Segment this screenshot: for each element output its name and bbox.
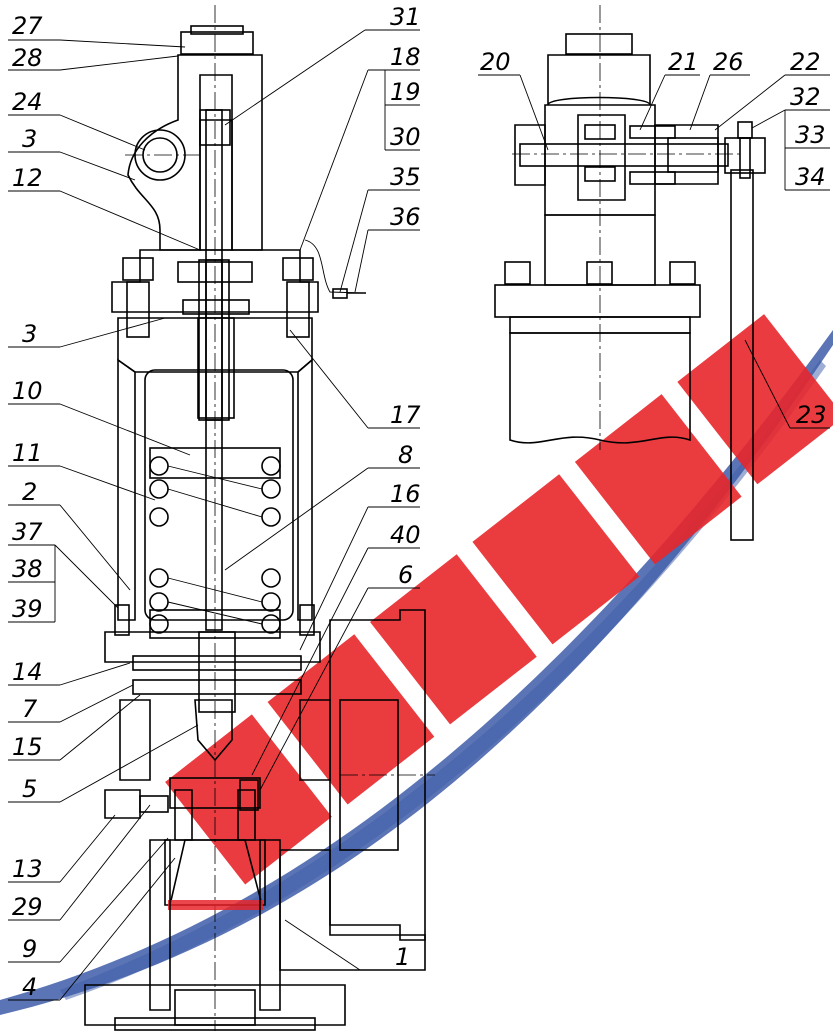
label-7: 7: [22, 695, 38, 723]
label-1: 1: [395, 943, 410, 971]
label-16: 16: [390, 480, 421, 508]
label-2: 2: [22, 478, 37, 506]
label-17: 17: [390, 401, 421, 429]
label-15: 15: [12, 733, 43, 761]
label-26: 26: [713, 48, 744, 76]
label-24: 24: [12, 88, 43, 116]
label-38: 38: [12, 555, 43, 583]
label-3-top: 3: [22, 125, 37, 153]
label-9: 9: [22, 935, 37, 963]
label-31: 31: [390, 3, 421, 31]
label-20: 20: [480, 48, 511, 76]
label-30: 30: [390, 123, 421, 151]
label-34: 34: [795, 163, 826, 191]
label-27: 27: [12, 12, 43, 40]
label-40: 40: [390, 521, 421, 549]
leader-lines: [8, 29, 830, 1001]
label-3-lower: 3: [22, 320, 37, 348]
label-39: 39: [12, 595, 43, 623]
label-11: 11: [12, 439, 43, 467]
part-labels: 27 28 24 3 12 3 10 11 2 37 38 39 14 7 15…: [12, 3, 827, 1001]
label-4: 4: [22, 973, 37, 1001]
label-22: 22: [790, 48, 821, 76]
label-5: 5: [22, 775, 37, 803]
label-19: 19: [390, 78, 421, 106]
label-29: 29: [12, 893, 43, 921]
label-21: 21: [668, 48, 699, 76]
detail-view: [494, 5, 766, 541]
label-6: 6: [398, 561, 413, 589]
label-8: 8: [398, 441, 413, 469]
label-35: 35: [390, 163, 421, 191]
label-18: 18: [390, 43, 421, 71]
label-14: 14: [12, 658, 43, 686]
watermark-red-letters: [165, 314, 833, 885]
label-23: 23: [796, 401, 827, 429]
label-13: 13: [12, 855, 43, 883]
label-32: 32: [790, 83, 821, 111]
label-28: 28: [12, 44, 43, 72]
label-36: 36: [390, 203, 421, 231]
spring-coils: [149, 456, 281, 634]
label-37: 37: [12, 518, 43, 546]
watermark: [0, 314, 833, 1015]
label-10: 10: [12, 377, 43, 405]
label-12: 12: [12, 164, 43, 192]
main-section-view: [84, 5, 435, 1031]
label-33: 33: [795, 121, 826, 149]
